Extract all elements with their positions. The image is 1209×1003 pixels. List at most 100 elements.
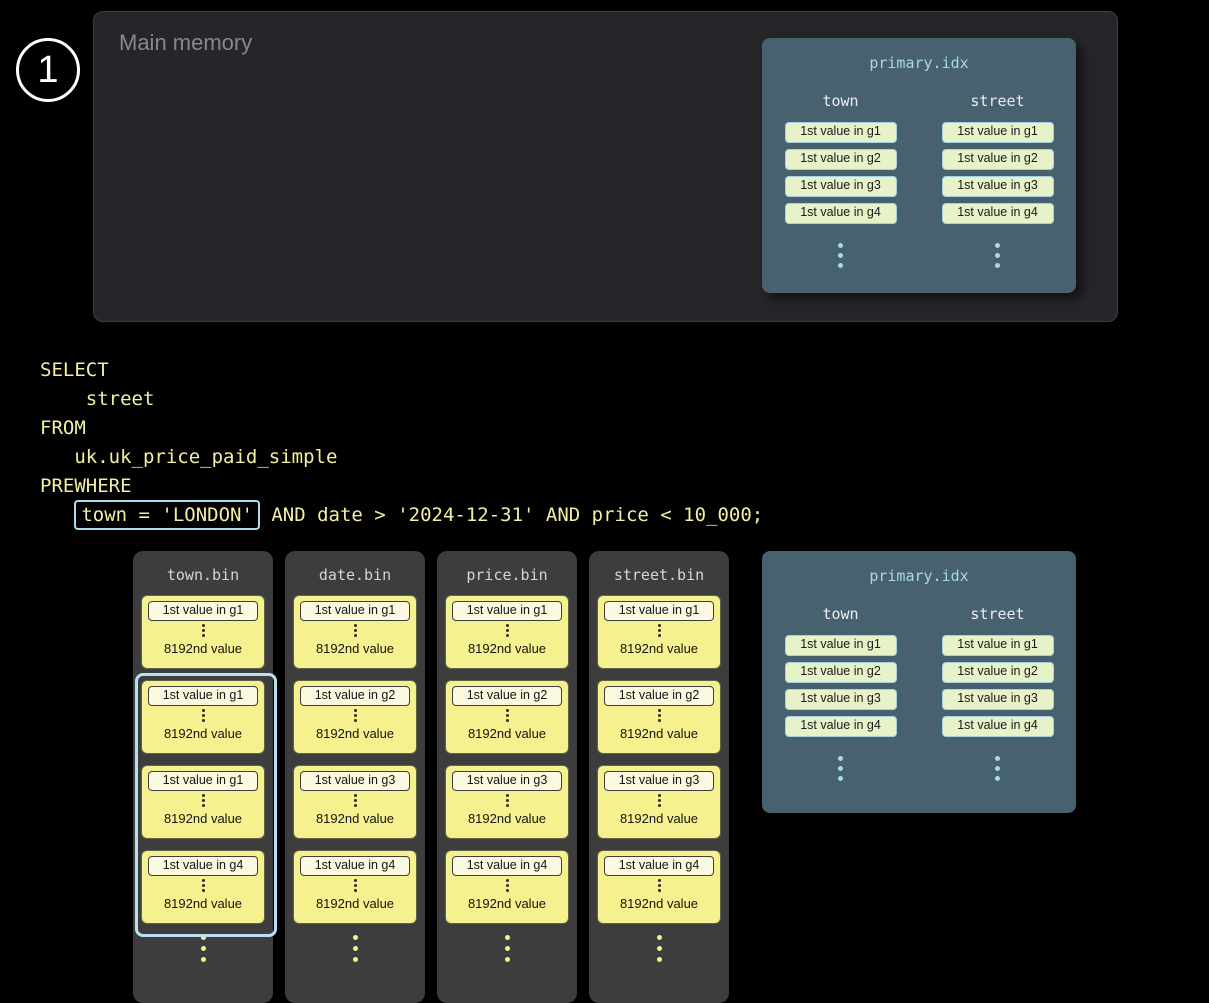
granule-last-value: 8192nd value [163,896,243,911]
bin-file-panel-street: street.bin 1st value in g1 8192nd value … [589,551,729,1003]
granule-list: 1st value in g1 8192nd value 1st value i… [437,595,577,924]
granule-last-value: 8192nd value [619,726,699,741]
granule-last-value: 8192nd value [467,811,547,826]
index-column-town: town 1st value in g1 1st value in g2 1st… [762,605,919,781]
vertical-ellipsis-icon [446,709,568,722]
vertical-ellipsis-icon [294,794,416,807]
index-entry: 1st value in g2 [784,662,897,683]
granule-first-value: 1st value in g3 [452,771,562,791]
index-entry: 1st value in g2 [941,662,1054,683]
vertical-ellipsis-icon [598,709,720,722]
granule-first-value: 1st value in g1 [604,601,714,621]
index-entry: 1st value in g1 [941,122,1054,143]
primary-index-columns: town 1st value in g1 1st value in g2 1st… [762,92,1076,268]
vertical-ellipsis-icon [838,751,843,781]
granule-block: 1st value in g4 8192nd value [597,850,721,924]
index-column-header: street [970,605,1025,623]
granule-first-value: 1st value in g1 [452,601,562,621]
prewhere-highlight-box: town = 'LONDON' [74,500,260,530]
sql-line: SELECT [40,359,109,381]
granule-first-value: 1st value in g3 [604,771,714,791]
index-column-street: street 1st value in g1 1st value in g2 1… [919,92,1076,268]
bin-file-title: street.bin [613,566,705,584]
vertical-ellipsis-icon [589,935,729,962]
vertical-ellipsis-icon [294,879,416,892]
vertical-ellipsis-icon [142,709,264,722]
granule-last-value: 8192nd value [163,641,243,656]
vertical-ellipsis-icon [446,794,568,807]
vertical-ellipsis-icon [133,935,273,962]
granule-list: 1st value in g1 8192nd value 1st value i… [285,595,425,924]
vertical-ellipsis-icon [294,709,416,722]
bin-file-title: town.bin [166,566,240,584]
vertical-ellipsis-icon [285,935,425,962]
selected-granules-highlight [135,673,277,937]
sql-line: uk.uk_price_paid_simple [40,446,338,468]
bin-file-title: date.bin [318,566,392,584]
index-entry: 1st value in g1 [784,122,897,143]
vertical-ellipsis-icon [142,624,264,637]
granule-last-value: 8192nd value [315,641,395,656]
granule-list: 1st value in g1 8192nd value 1st value i… [133,595,273,924]
granule-block: 1st value in g1 8192nd value [445,595,569,669]
granule-first-value: 1st value in g3 [300,771,410,791]
granule-block: 1st value in g1 8192nd value [293,595,417,669]
index-entry: 1st value in g3 [941,176,1054,197]
granule-last-value: 8192nd value [619,641,699,656]
granule-block: 1st value in g4 8192nd value [141,850,265,924]
index-entry: 1st value in g1 [941,635,1054,656]
granule-last-value: 8192nd value [467,896,547,911]
index-column-town: town 1st value in g1 1st value in g2 1st… [762,92,919,268]
index-column-header: town [822,92,859,110]
granule-first-value: 1st value in g4 [148,856,258,876]
primary-index-title: primary.idx [869,567,969,585]
granule-last-value: 8192nd value [619,811,699,826]
granule-first-value: 1st value in g2 [300,686,410,706]
index-column-street: street 1st value in g1 1st value in g2 1… [919,605,1076,781]
vertical-ellipsis-icon [995,238,1000,268]
granule-block: 1st value in g1 8192nd value [141,680,265,754]
granule-last-value: 8192nd value [467,726,547,741]
vertical-ellipsis-icon [446,879,568,892]
granule-last-value: 8192nd value [315,811,395,826]
sql-line-indent [40,504,74,526]
granule-last-value: 8192nd value [619,896,699,911]
index-entry: 1st value in g2 [941,149,1054,170]
granule-first-value: 1st value in g1 [148,601,258,621]
granule-last-value: 8192nd value [467,641,547,656]
bin-file-panel-date: date.bin 1st value in g1 8192nd value 1s… [285,551,425,1003]
granule-block: 1st value in g1 8192nd value [141,765,265,839]
main-memory-label: Main memory [119,30,253,55]
index-entry: 1st value in g4 [784,716,897,737]
granule-first-value: 1st value in g1 [148,686,258,706]
vertical-ellipsis-icon [142,794,264,807]
index-entry: 1st value in g3 [941,689,1054,710]
granule-last-value: 8192nd value [163,811,243,826]
granule-last-value: 8192nd value [315,896,395,911]
granule-first-value: 1st value in g2 [604,686,714,706]
primary-index-columns: town 1st value in g1 1st value in g2 1st… [762,605,1076,781]
sql-line: street [40,388,155,410]
index-column-header: street [970,92,1025,110]
vertical-ellipsis-icon [142,879,264,892]
bin-file-title: price.bin [466,566,548,584]
index-entry: 1st value in g4 [941,203,1054,224]
vertical-ellipsis-icon [598,794,720,807]
granule-block: 1st value in g3 8192nd value [293,765,417,839]
sql-line-rest: AND date > '2024-12-31' AND price < 10_0… [259,504,764,526]
granule-first-value: 1st value in g1 [148,771,258,791]
index-column-header: town [822,605,859,623]
primary-index-panel-bottom: primary.idx town 1st value in g1 1st val… [762,551,1076,813]
vertical-ellipsis-icon [446,624,568,637]
primary-index-title: primary.idx [869,54,969,72]
granule-last-value: 8192nd value [163,726,243,741]
granule-first-value: 1st value in g4 [300,856,410,876]
step-number-badge: 1 [16,38,80,102]
primary-index-panel-top: primary.idx town 1st value in g1 1st val… [762,38,1076,293]
granule-block: 1st value in g4 8192nd value [445,850,569,924]
sql-line: FROM [40,417,86,439]
step-number: 1 [37,49,59,91]
granule-block: 1st value in g3 8192nd value [597,765,721,839]
vertical-ellipsis-icon [437,935,577,962]
vertical-ellipsis-icon [598,624,720,637]
